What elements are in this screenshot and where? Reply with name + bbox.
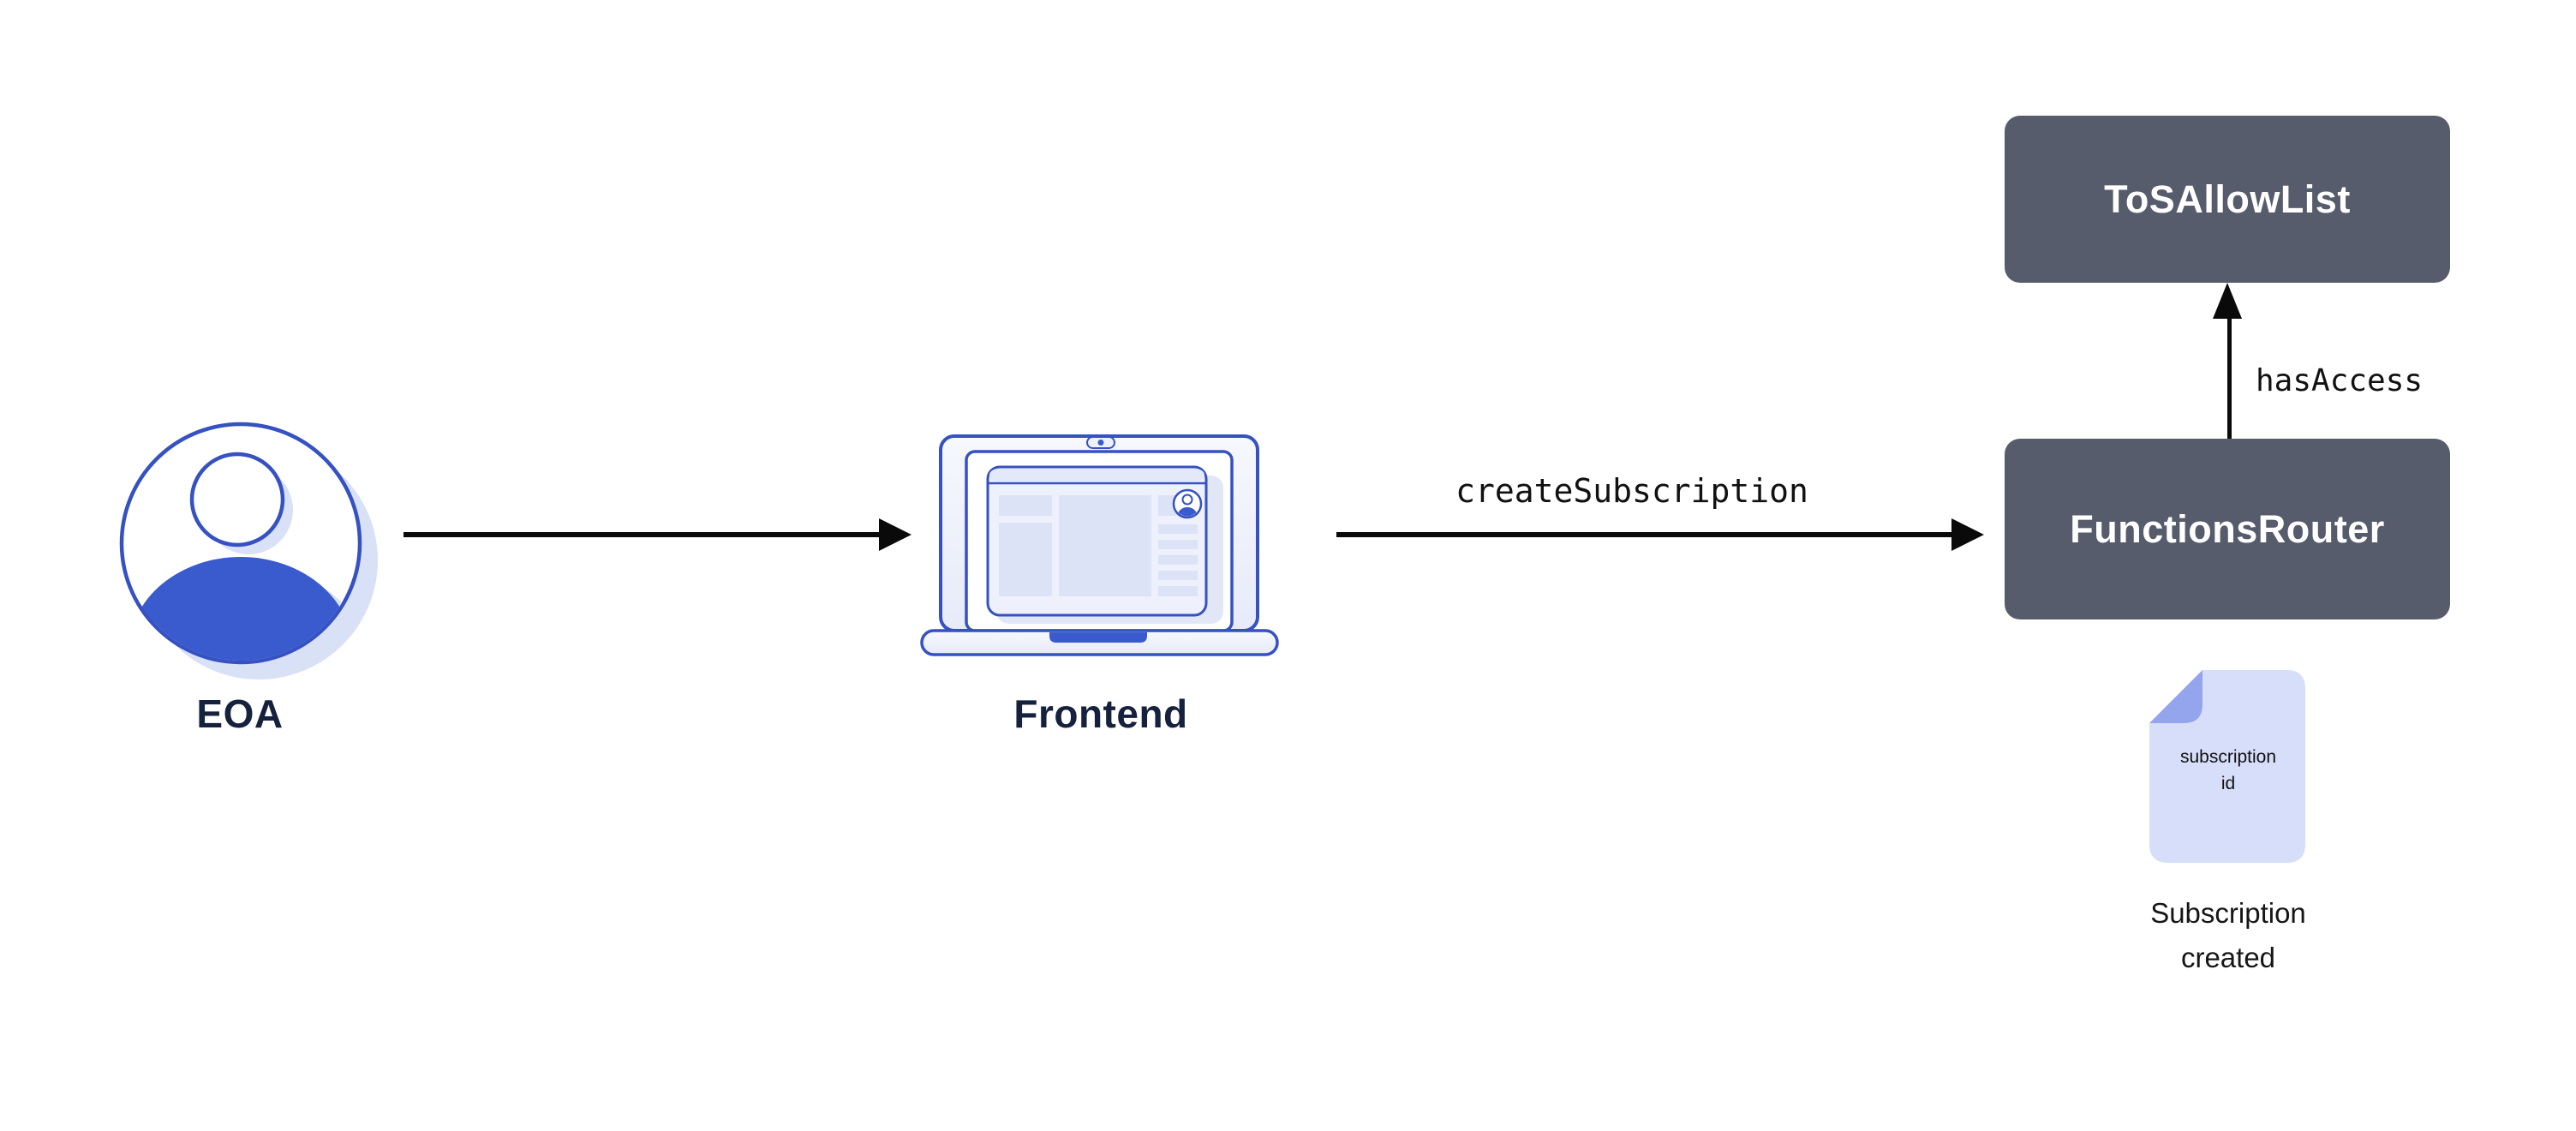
frontend-node-label: Frontend	[1013, 691, 1188, 736]
document-text: subscription id	[2179, 747, 2277, 793]
tos-allow-list-box: ToSAllowList	[2005, 116, 2450, 283]
subscription-created-caption: Subscription created	[2150, 897, 2306, 973]
arrow-frontend-to-functions-router-head	[1951, 518, 1984, 551]
arrow-functions-router-to-tos-line	[2227, 317, 2232, 439]
edge-label-create-subscription: createSubscription	[1455, 472, 1808, 510]
edge-label-has-access: hasAccess	[2256, 363, 2424, 398]
eoa-node-label: EOA	[196, 691, 284, 736]
arrow-eoa-to-frontend-line	[403, 532, 880, 537]
arrow-frontend-to-functions-router-line	[1336, 532, 1951, 537]
user-avatar-icon	[119, 422, 378, 679]
functions-router-box-label: FunctionsRouter	[2070, 506, 2385, 551]
functions-router-box: FunctionsRouter	[2005, 439, 2450, 619]
arrow-eoa-to-frontend-head	[879, 518, 911, 551]
arrow-functions-router-to-tos-head	[2213, 283, 2242, 319]
tos-allow-list-box-label: ToSAllowList	[2104, 177, 2351, 221]
document-icon	[2149, 670, 2305, 863]
laptop-icon	[920, 434, 1279, 656]
